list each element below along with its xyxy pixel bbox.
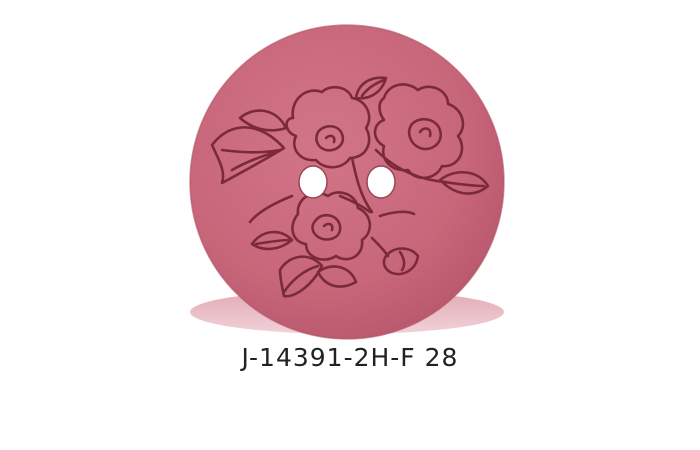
leaf-left-large xyxy=(210,126,286,185)
product-code-label: J-14391-2H-F 28 xyxy=(241,343,459,372)
button-hole-left xyxy=(298,165,328,199)
bud-top xyxy=(354,76,388,100)
button-rim xyxy=(189,24,505,340)
leaf-bottom xyxy=(278,255,324,298)
leaf-right xyxy=(438,171,490,195)
flower-lower-center xyxy=(291,191,372,261)
flower-top-center xyxy=(285,85,371,169)
flower-right xyxy=(373,83,465,180)
bud-lower-right xyxy=(382,247,420,276)
leaf-bottom-right xyxy=(316,265,358,288)
leaf-left-small xyxy=(250,230,294,251)
button-disk xyxy=(190,25,504,339)
button-hole-right xyxy=(366,165,396,199)
floral-engraving xyxy=(210,76,490,298)
